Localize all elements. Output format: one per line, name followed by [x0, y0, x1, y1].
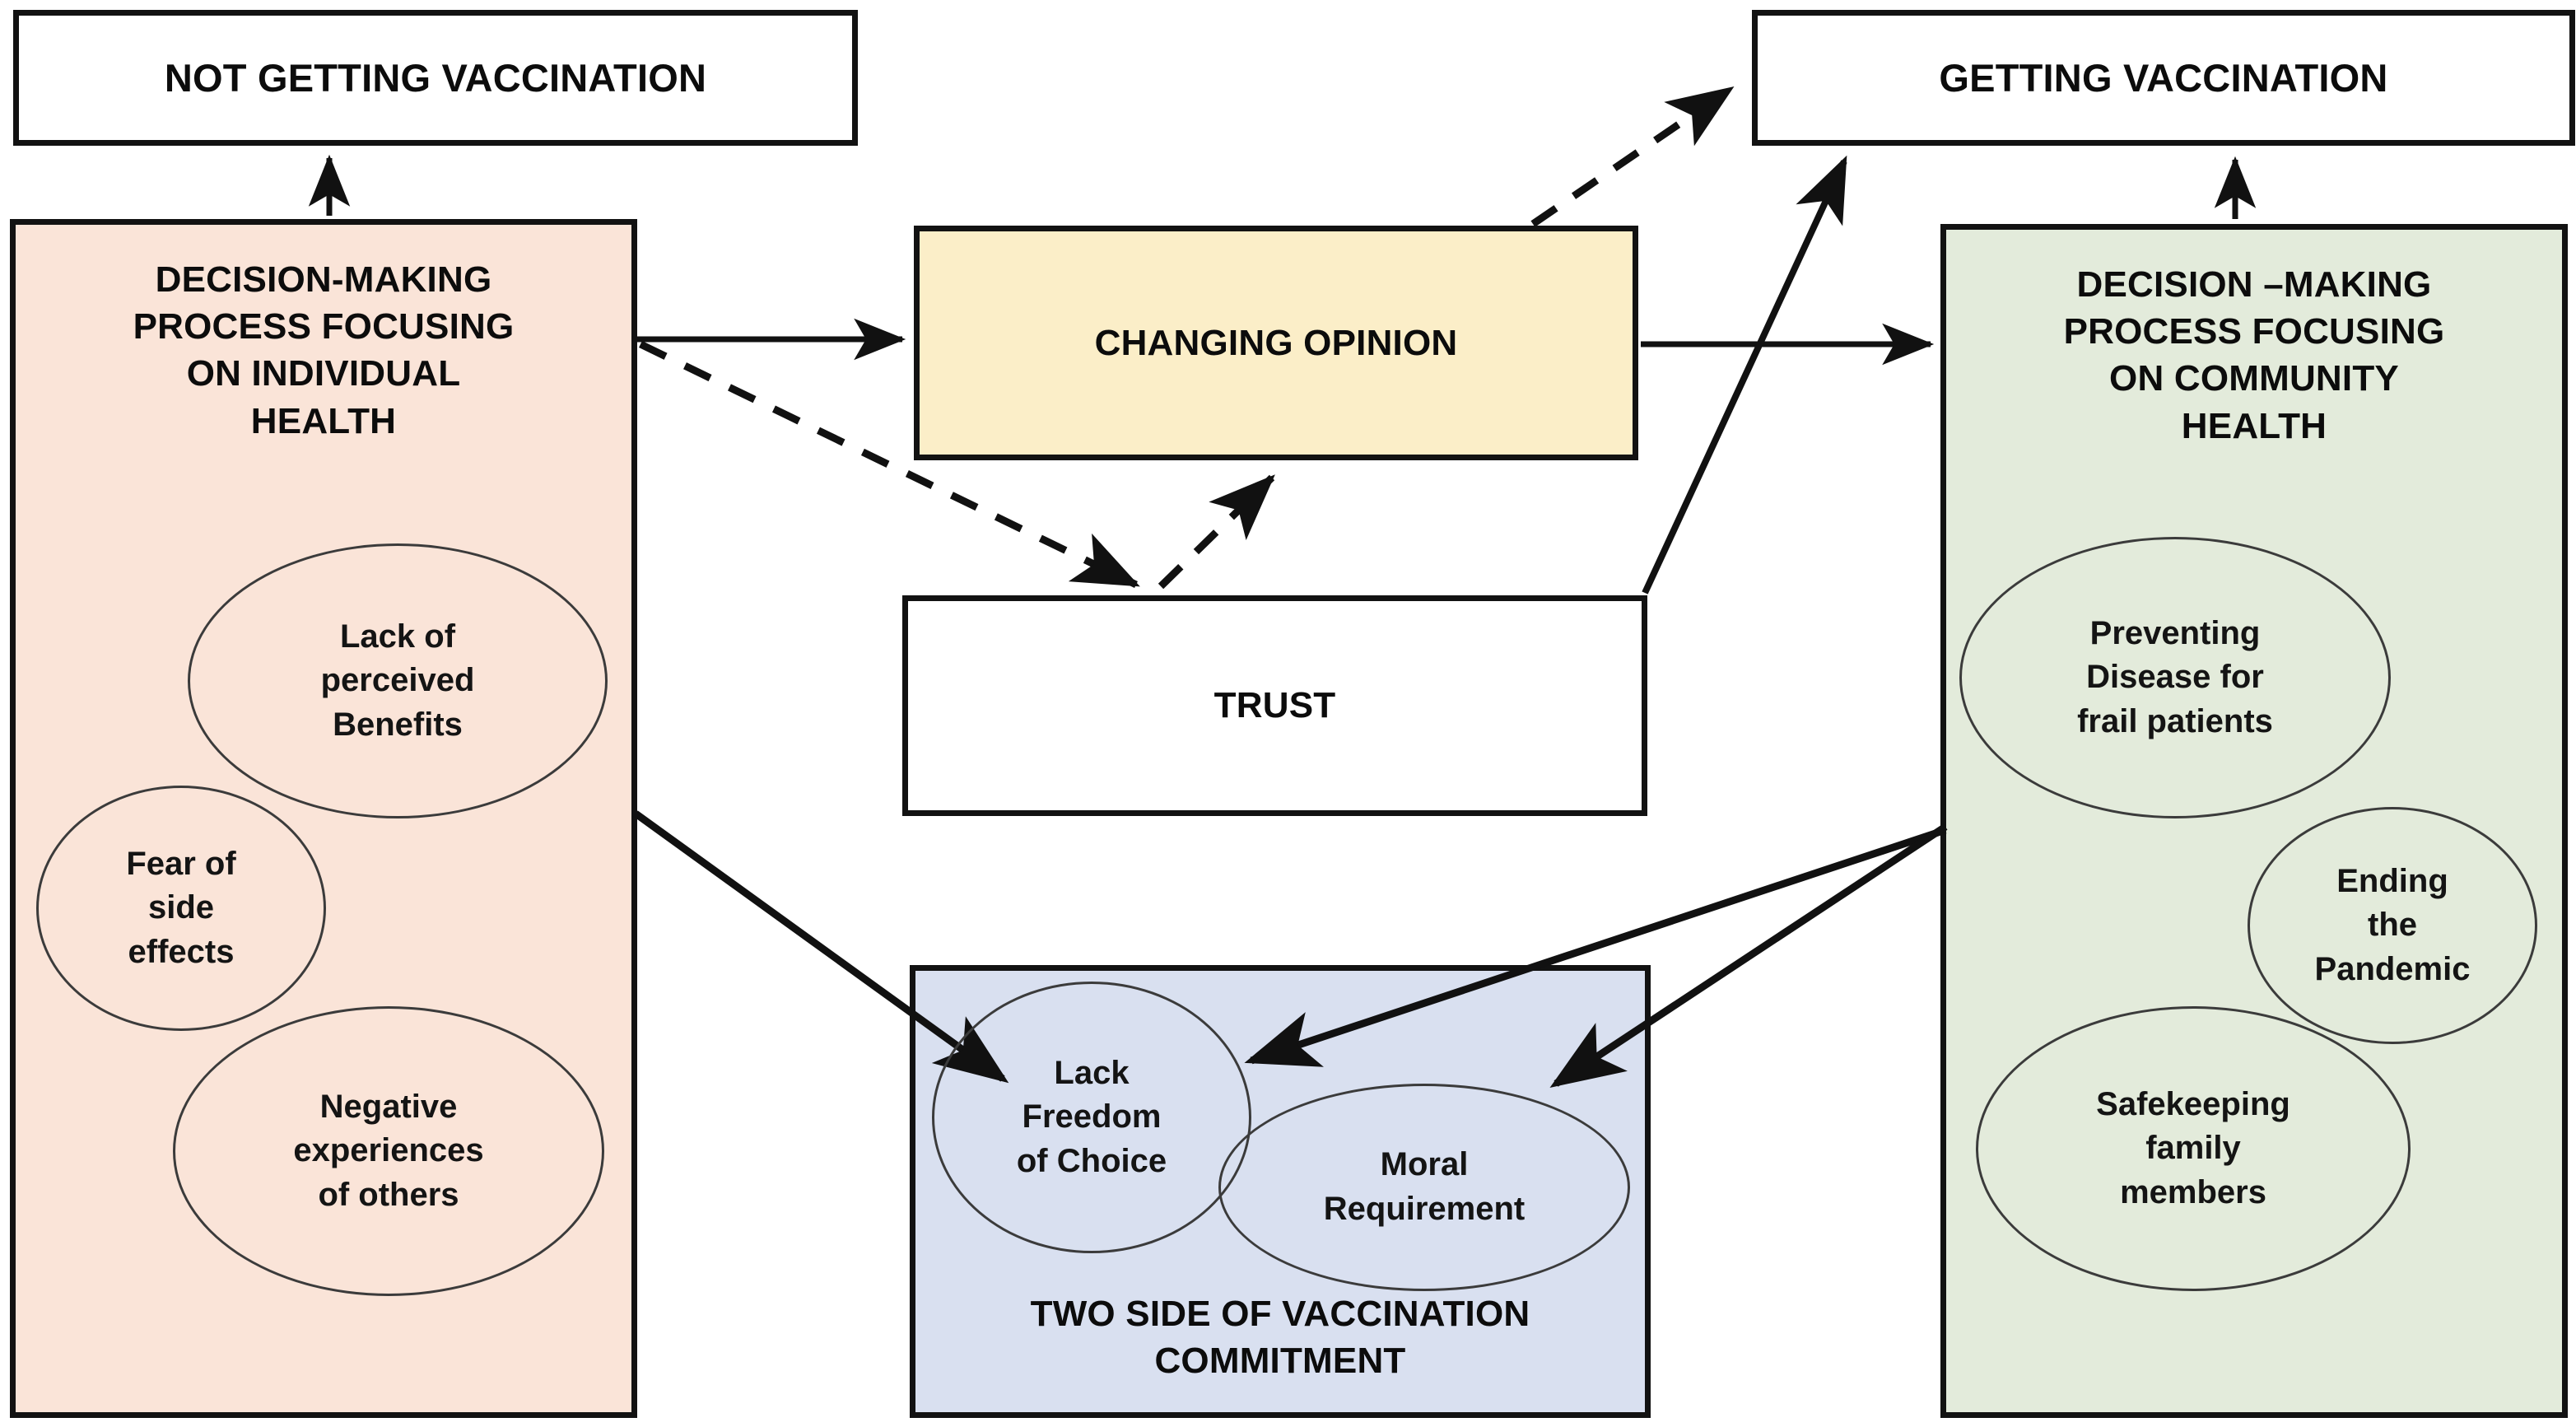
process-title-individual-health: DECISION-MAKING PROCESS FOCUSING ON INDI… — [133, 259, 515, 441]
process-box-trust[interactable]: TRUST — [902, 595, 1647, 816]
outcome-label-getting-vaccination: GETTING VACCINATION — [1939, 55, 2388, 100]
factor-ellipse-fear-side-effects[interactable]: Fear of side effects — [36, 786, 326, 1031]
process-title-community-health: DECISION –MAKING PROCESS FOCUSING ON COM… — [2063, 264, 2445, 446]
factor-ellipse-lack-freedom-of-choice[interactable]: Lack Freedom of Choice — [932, 982, 1251, 1253]
process-title-changing-opinion: CHANGING OPINION — [1094, 322, 1458, 363]
factor-ellipse-preventing-disease-for-frail-patients[interactable]: Preventing Disease for frail patients — [1959, 537, 2391, 818]
process-title-two-side-of-vaccination-commitment: TWO SIDE OF VACCINATION COMMITMENT — [1030, 1293, 1530, 1381]
connector-trust-to-getting — [1642, 155, 1847, 595]
factor-ellipse-negative-experiences-of-others[interactable]: Negative experiences of others — [173, 1006, 604, 1296]
process-box-changing-opinion[interactable]: CHANGING OPINION — [914, 226, 1638, 460]
outcome-box-not-getting-vaccination[interactable]: NOT GETTING VACCINATION — [13, 10, 858, 146]
outcome-box-getting-vaccination[interactable]: GETTING VACCINATION — [1752, 10, 2575, 146]
outcome-label-not-getting-vaccination: NOT GETTING VACCINATION — [164, 55, 707, 100]
connector-changing-opinion-to-getting — [1530, 86, 1735, 227]
factor-ellipse-ending-the-pandemic[interactable]: Ending the Pandemic — [2248, 807, 2537, 1044]
connector-trust-to-changing-opinion — [1158, 474, 1275, 590]
process-title-trust: TRUST — [1213, 685, 1336, 726]
factor-ellipse-safekeeping-family-members[interactable]: Safekeeping family members — [1976, 1006, 2411, 1291]
factor-ellipse-moral-requirement[interactable]: Moral Requirement — [1218, 1084, 1630, 1291]
factor-ellipse-lack-perceived-benefits[interactable]: Lack of perceived Benefits — [188, 543, 608, 818]
